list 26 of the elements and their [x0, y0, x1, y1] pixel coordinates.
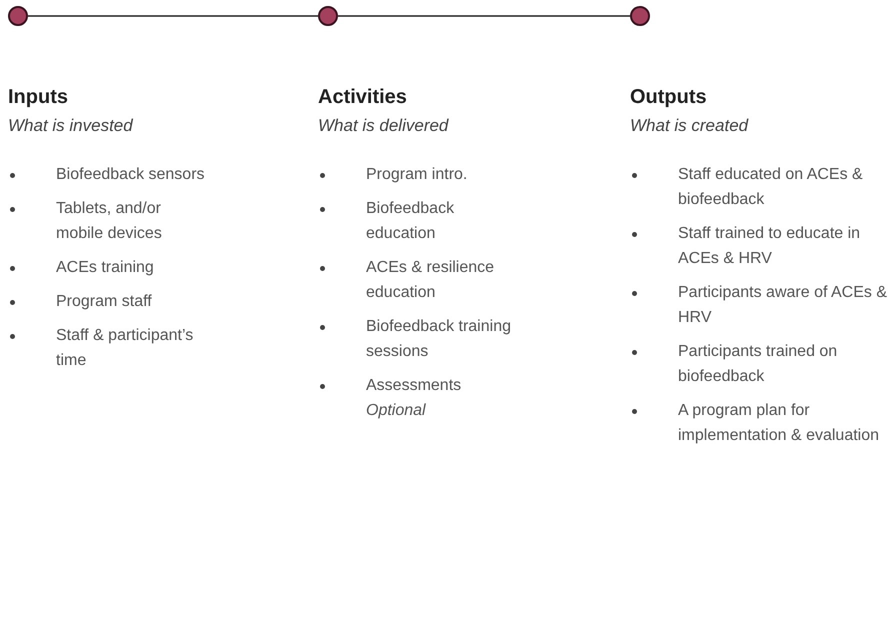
- timeline-dot: [8, 6, 28, 26]
- timeline-dot: [630, 6, 650, 26]
- list-item: Biofeedback education: [366, 199, 456, 244]
- column-heading: Outputs: [630, 86, 707, 109]
- timeline-line: [28, 15, 318, 17]
- list-item: Program staff: [56, 292, 153, 312]
- list-item: Biofeedback sensors: [56, 165, 206, 185]
- list-item: Participants aware of ACEs & HRV: [678, 283, 888, 328]
- column-subtitle: What is delivered: [318, 116, 448, 136]
- list-item: A program plan for implementation & evaluation: [678, 401, 880, 446]
- column-heading: Inputs: [8, 86, 68, 109]
- column-subtitle: What is created: [630, 116, 748, 136]
- list-item: Staff trained to educate in ACEs & HRV: [678, 224, 862, 269]
- list-item: ACEs & resilience education: [366, 258, 496, 303]
- list-item: ACEs training: [56, 258, 155, 278]
- list-item: Staff educated on ACEs & biofeedback: [678, 165, 864, 210]
- list-item: Participants trained on biofeedback: [678, 342, 838, 387]
- list-item: Biofeedback training sessions: [366, 317, 512, 362]
- timeline-line: [338, 15, 630, 17]
- list-item: Program intro.: [366, 165, 468, 185]
- list-item: Tablets, and/or mobile devices: [56, 199, 163, 244]
- timeline-dot: [318, 6, 338, 26]
- list-item: Assessments Optional: [366, 376, 462, 421]
- list-item: Staff & participant’s time: [56, 326, 194, 371]
- column-subtitle: What is invested: [8, 116, 133, 136]
- column-heading: Activities: [318, 86, 407, 109]
